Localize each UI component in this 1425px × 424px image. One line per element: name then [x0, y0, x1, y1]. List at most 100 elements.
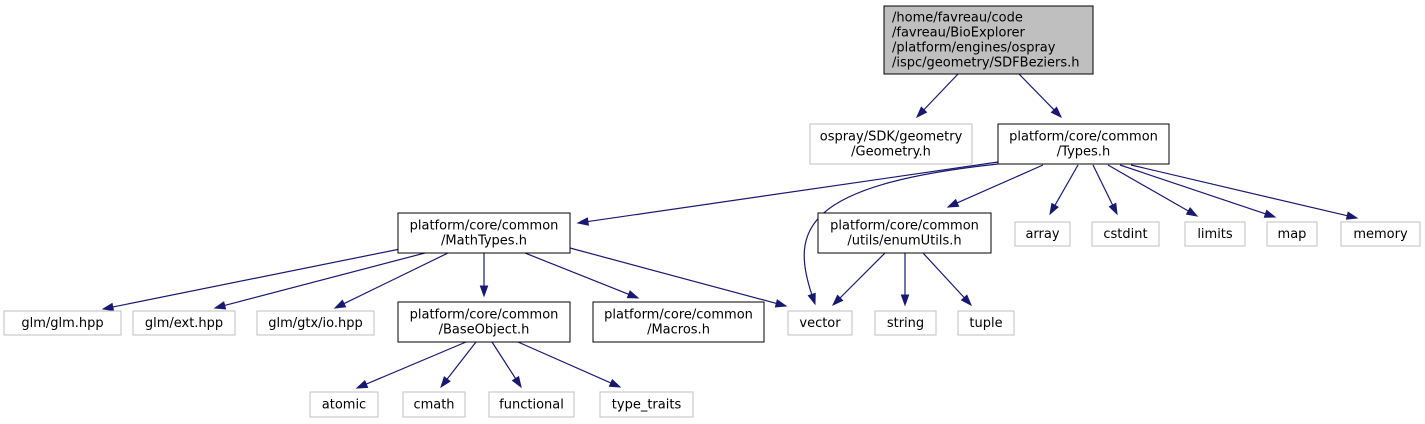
node-cmath: cmath	[402, 391, 466, 418]
edge-enumutils-to-string	[900, 253, 910, 307]
edge-line	[517, 341, 613, 384]
root-box	[883, 5, 1094, 75]
tuple-label-line: tuple	[969, 316, 1002, 331]
cmath-label-line: cmath	[413, 398, 454, 413]
edge-line	[446, 341, 477, 381]
node-root-sdfbeziers-h: /home/favreau/code/favreau/BioExplorer/p…	[883, 5, 1094, 75]
node-limits: limits	[1184, 221, 1246, 247]
edge-arrowhead	[807, 292, 816, 306]
edge-arrowhead	[774, 299, 788, 308]
edge-arrowhead	[900, 294, 910, 307]
limits-label-line: limits	[1197, 227, 1233, 242]
vector-box	[787, 310, 853, 336]
edge-baseobject-to-atomic	[355, 341, 467, 389]
node-geometry-h: ospray/SDK/geometry/Geometry.h	[809, 123, 973, 165]
mathtypes-label-line: /MathTypes.h	[441, 234, 527, 249]
edge-line	[491, 341, 517, 380]
macros-box	[592, 301, 765, 343]
edge-types-to-mathtypes	[576, 161, 999, 226]
enumutils-label-line: /utils/enumUtils.h	[847, 234, 961, 249]
root-label-line: /platform/engines/ospray	[892, 41, 1056, 56]
edge-arrowhead	[1345, 211, 1359, 220]
glm-label-line: glm/glm.hpp	[21, 316, 103, 331]
edge-arrowhead	[511, 375, 522, 389]
enumutils-label-line: platform/core/common	[830, 219, 979, 234]
baseobject-label-line: platform/core/common	[410, 308, 559, 323]
edge-arrowhead	[608, 378, 622, 388]
cstdint-box	[1091, 221, 1160, 247]
geometry-label-line: ospray/SDK/geometry	[820, 130, 963, 145]
map-label-line: map	[1278, 227, 1307, 242]
edge-arrowhead	[1050, 106, 1063, 119]
edge-arrowhead	[333, 299, 347, 309]
edge-types-to-array	[1049, 164, 1079, 216]
edge-line	[111, 247, 406, 308]
node-macros-h[interactable]: platform/core/common/Macros.h	[592, 301, 765, 343]
edge-mathtypes-to-macros	[524, 252, 640, 299]
node-atomic: atomic	[309, 391, 379, 418]
edge-arrowhead	[576, 217, 590, 226]
edge-line	[569, 247, 778, 305]
edge-types-to-memory	[1130, 164, 1359, 220]
node-functional: functional	[488, 391, 575, 418]
edge-mathtypes-to-baseobject	[479, 253, 489, 298]
edge-enumutils-to-vector	[831, 252, 886, 307]
types-label-line: platform/core/common	[1009, 130, 1158, 145]
node-string: string	[874, 310, 937, 336]
node-mathtypes-h[interactable]: platform/core/common/MathTypes.h	[397, 212, 571, 254]
limits-box	[1184, 221, 1246, 247]
root-label-line: /home/favreau/code	[892, 11, 1023, 26]
node-types-h[interactable]: platform/core/common/Types.h	[997, 123, 1170, 165]
edge-arrowhead	[831, 294, 844, 307]
functional-label-line: functional	[499, 398, 564, 413]
edge-mathtypes-to-glmext	[213, 252, 426, 310]
edge-line	[1018, 73, 1056, 111]
edge-arrowhead	[440, 376, 451, 389]
edge-arrowhead	[101, 302, 115, 312]
tuple-box	[957, 310, 1015, 336]
atomic-label-line: atomic	[322, 398, 366, 413]
glmio-box	[256, 310, 375, 336]
edge-types-to-cstdint	[1092, 164, 1118, 216]
macros-label-line: platform/core/common	[604, 308, 753, 323]
node-vector: vector	[787, 310, 853, 336]
glm-box	[3, 310, 122, 336]
node-enumutils-h[interactable]: platform/core/common/utils/enumUtils.h	[817, 212, 992, 254]
glmext-label-line: glm/ext.hpp	[145, 316, 223, 331]
baseobject-label-line: /BaseObject.h	[439, 323, 530, 338]
edge-mathtypes-to-glm	[101, 247, 406, 312]
edge-line	[1092, 164, 1114, 207]
baseobject-box	[397, 301, 571, 343]
mathtypes-box	[397, 212, 571, 254]
edge-line	[342, 252, 449, 305]
node-memory: memory	[1340, 221, 1421, 247]
edge-baseobject-to-type_traits	[517, 341, 622, 388]
edge-arrowhead	[626, 290, 640, 299]
macros-label-line: /Macros.h	[647, 323, 710, 338]
map-box	[1266, 221, 1318, 247]
edge-line	[223, 252, 426, 307]
atomic-box	[309, 391, 379, 418]
cstdint-label-line: cstdint	[1103, 227, 1147, 242]
node-cstdint: cstdint	[1091, 221, 1160, 247]
nodes-layer: /home/favreau/code/favreau/BioExplorer/p…	[3, 5, 1421, 418]
edge-types-to-enumutils	[946, 164, 1044, 208]
edge-arrowhead	[479, 285, 489, 298]
edge-line	[922, 252, 966, 299]
edge-root-to-geometry	[915, 73, 959, 119]
edge-mathtypes-to-glmio	[333, 252, 449, 309]
edge-line	[1130, 164, 1349, 217]
functional-box	[488, 391, 575, 418]
vector-label-line: vector	[799, 316, 841, 331]
edge-arrowhead	[1049, 202, 1059, 216]
edge-arrowhead	[213, 301, 227, 310]
memory-box	[1340, 221, 1421, 247]
edge-line	[586, 161, 999, 223]
root-label-line: /favreau/BioExplorer	[892, 26, 1026, 41]
glmext-box	[132, 310, 236, 336]
edge-line	[1053, 164, 1079, 207]
edge-line	[1119, 164, 1267, 215]
node-glm-ext-hpp: glm/ext.hpp	[132, 310, 236, 336]
glmio-label-line: glm/gtx/io.hpp	[268, 316, 363, 331]
node-baseobject-h[interactable]: platform/core/common/BaseObject.h	[397, 301, 571, 343]
